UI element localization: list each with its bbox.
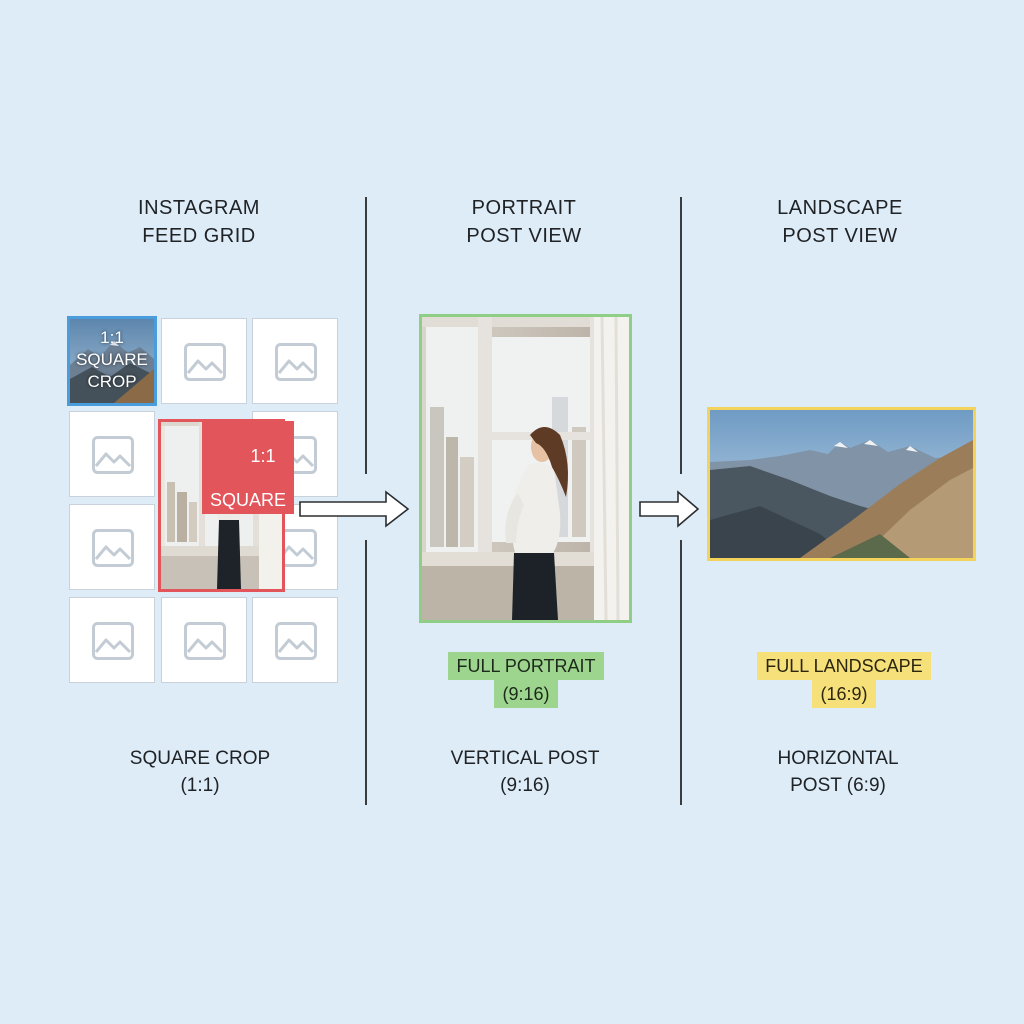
arrow-right-icon	[299, 490, 410, 528]
square-crop-caption: SQUARE CROP (1:1)	[129, 748, 271, 796]
square-crop-label: 1:1 SQUARE CROP	[76, 328, 148, 391]
portrait-post-image	[419, 314, 632, 623]
grid-cell	[69, 411, 155, 497]
full-portrait-tag-label: FULL PORTRAIT	[448, 652, 604, 680]
divider-right-top	[680, 197, 682, 474]
grid-cell	[161, 318, 247, 404]
divider-left-bottom	[365, 540, 367, 805]
arrow-right-icon	[639, 490, 700, 528]
full-landscape-tag: FULL LANDSCAPE (16:9)	[722, 652, 966, 708]
vertical-post-caption: VERTICAL POST (9:16)	[450, 748, 600, 796]
divider-right-bottom	[680, 540, 682, 805]
mountain-landscape-image	[710, 410, 973, 558]
grid-cell	[161, 597, 247, 683]
grid-cell	[69, 504, 155, 590]
image-placeholder-icon	[275, 343, 317, 381]
square-crop-tag: 1:1 SQUARE	[202, 421, 294, 514]
full-landscape-tag-ratio: (16:9)	[812, 680, 876, 708]
landscape-post-image	[707, 407, 976, 561]
image-placeholder-icon	[184, 343, 226, 381]
grid-cell	[252, 318, 338, 404]
grid-cell	[252, 597, 338, 683]
square-crop-tag-label: SQUARE	[209, 490, 287, 510]
portrait-heading: PORTRAIT POST VIEW	[466, 197, 582, 247]
mountain-thumbnail-image	[70, 319, 154, 403]
woman-at-window-image	[422, 317, 629, 620]
full-portrait-tag: FULL PORTRAIT (9:16)	[404, 652, 648, 708]
square-crop-thumbnail: 1:1 SQUARE CROP	[67, 316, 157, 406]
image-placeholder-icon	[92, 529, 134, 567]
full-portrait-tag-ratio: (9:16)	[494, 680, 558, 708]
image-placeholder-icon	[92, 622, 134, 660]
divider-left-top	[365, 197, 367, 474]
image-placeholder-icon	[275, 622, 317, 660]
image-placeholder-icon	[184, 622, 226, 660]
image-placeholder-icon	[92, 436, 134, 474]
square-crop-tag-ratio: 1:1	[250, 446, 276, 466]
feed-grid-heading: INSTAGRAM FEED GRID	[138, 197, 260, 247]
landscape-heading: LANDSCAPE POST VIEW	[777, 197, 903, 247]
grid-cell	[69, 597, 155, 683]
horizontal-post-caption: HORIZONTAL POST (6:9)	[777, 748, 899, 796]
full-landscape-tag-label: FULL LANDSCAPE	[757, 652, 931, 680]
